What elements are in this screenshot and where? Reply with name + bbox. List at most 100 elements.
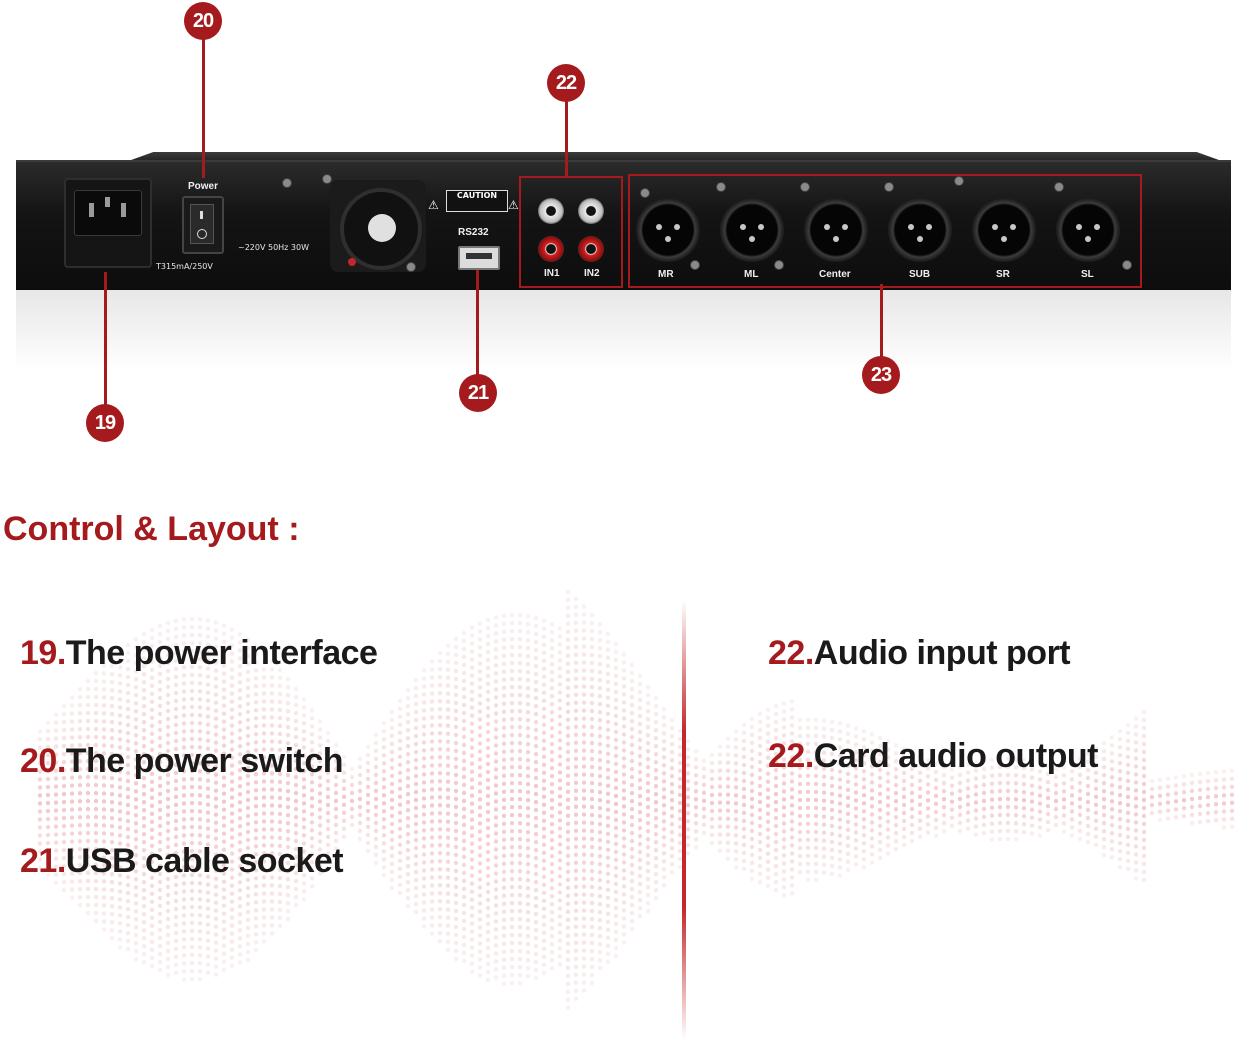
wave-dot <box>613 849 619 855</box>
wave-dot <box>597 966 603 971</box>
wave-dot <box>501 661 507 666</box>
wave-dot <box>229 827 235 832</box>
wave-dot <box>781 869 787 874</box>
xlr-output-ml[interactable] <box>720 198 784 262</box>
wave-dot <box>437 787 443 792</box>
wave-dot <box>573 836 579 841</box>
wave-dot <box>501 885 507 890</box>
wave-dot <box>453 652 459 658</box>
wave-dot <box>333 830 339 836</box>
wave-dot <box>197 681 203 686</box>
wave-dot <box>61 767 67 773</box>
wave-dot <box>581 892 587 897</box>
wave-dot <box>525 966 531 971</box>
wave-dot <box>453 724 459 730</box>
wave-dot <box>269 907 275 912</box>
wave-dot <box>285 749 291 754</box>
wave-dot <box>805 805 811 810</box>
power-switch[interactable] <box>182 196 224 254</box>
wave-dot <box>773 855 779 861</box>
wave-dot <box>445 843 451 848</box>
wave-dot <box>93 758 99 764</box>
wave-dot <box>621 900 627 905</box>
wave-dot <box>109 728 115 733</box>
wave-dot <box>165 644 171 650</box>
wave-dot <box>141 832 147 837</box>
wave-dot <box>1101 773 1107 778</box>
wave-dot <box>645 821 651 826</box>
wave-dot <box>269 723 275 728</box>
wave-dot <box>85 734 91 740</box>
wave-dot <box>389 709 395 715</box>
wave-dot <box>781 789 787 794</box>
wave-dot <box>549 742 555 747</box>
wave-dot <box>741 730 747 736</box>
wave-dot <box>309 796 315 801</box>
wave-dot <box>877 799 883 805</box>
wave-dot <box>557 666 563 671</box>
wave-dot <box>101 791 107 796</box>
wave-dot <box>221 655 227 660</box>
xlr-output-mr[interactable] <box>636 198 700 262</box>
rca-input-2-red[interactable] <box>578 236 604 262</box>
wave-dot <box>581 988 587 993</box>
wave-dot <box>309 844 315 849</box>
wave-dot <box>405 824 411 829</box>
wave-dot <box>237 832 243 837</box>
wave-dot <box>341 834 347 839</box>
wave-dot <box>189 768 195 774</box>
wave-dot <box>365 776 371 782</box>
wave-dot <box>605 935 611 940</box>
wave-dot <box>381 777 387 782</box>
wave-dot <box>53 864 59 869</box>
output-label-sr: SR <box>996 269 1010 280</box>
wave-dot <box>117 865 123 870</box>
wave-dot <box>493 815 499 820</box>
wave-dot <box>293 854 299 860</box>
wave-dot <box>221 903 227 908</box>
xlr-output-center[interactable] <box>804 198 868 262</box>
wave-dot <box>1125 754 1131 760</box>
wave-dot <box>245 765 251 771</box>
wave-dot <box>461 942 467 948</box>
wave-dot <box>197 977 203 982</box>
wave-dot <box>205 802 211 807</box>
wave-dot <box>837 817 843 822</box>
wave-dot <box>269 931 275 936</box>
usb-port[interactable] <box>458 246 500 270</box>
wave-dot <box>597 678 603 683</box>
wave-dot <box>605 719 611 724</box>
wave-dot <box>189 712 195 718</box>
wave-dot <box>597 926 603 931</box>
wave-dot <box>525 910 531 915</box>
wave-dot <box>821 766 827 771</box>
wave-dot <box>933 769 939 775</box>
wave-dot <box>181 937 187 942</box>
rca-input-2-white[interactable] <box>578 198 604 224</box>
wave-dot <box>589 740 595 746</box>
wave-dot <box>533 831 539 837</box>
wave-dot <box>549 910 555 915</box>
wave-dot <box>285 757 291 762</box>
wave-dot <box>1013 797 1019 802</box>
wave-dot <box>69 735 75 740</box>
wave-dot <box>189 952 195 958</box>
wave-dot <box>397 778 403 783</box>
wave-dot <box>781 821 787 826</box>
wave-dot <box>973 824 979 829</box>
wave-dot <box>213 676 219 681</box>
rca-input-1-red[interactable] <box>538 236 564 262</box>
wave-dot <box>949 767 955 772</box>
xlr-output-sub[interactable] <box>888 198 952 262</box>
wave-dot <box>1085 815 1091 821</box>
xlr-output-sl[interactable] <box>1056 198 1120 262</box>
wave-dot <box>589 620 595 626</box>
wave-dot <box>277 859 283 865</box>
xlr-output-sr[interactable] <box>972 198 1036 262</box>
wave-dot <box>597 822 603 827</box>
rca-input-1-white[interactable] <box>538 198 564 224</box>
wave-dot <box>117 913 123 918</box>
wave-dot <box>557 642 563 647</box>
wave-dot <box>197 833 203 838</box>
wave-dot <box>549 750 555 755</box>
